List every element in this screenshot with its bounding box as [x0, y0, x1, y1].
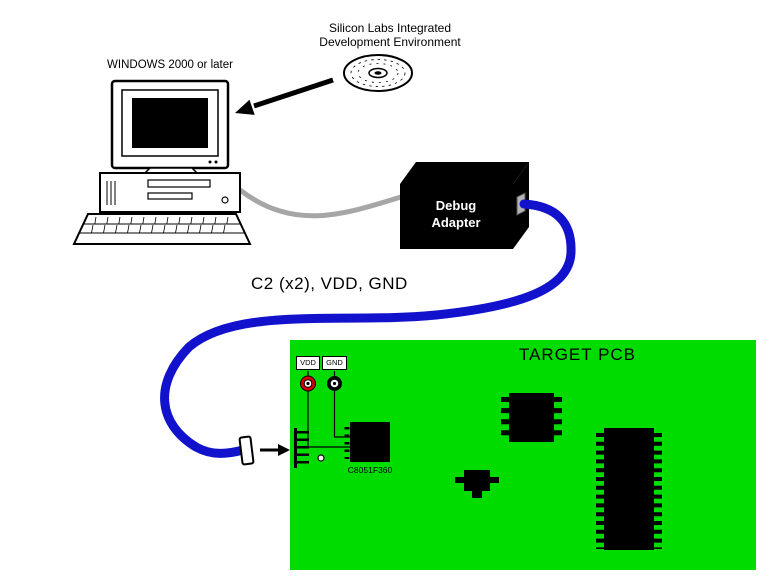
pcb-components	[294, 371, 662, 550]
adapter-label-line1: Debug	[435, 198, 477, 213]
mcu-chip	[344, 422, 390, 462]
cable-signals-label: C2 (x2), VDD, GND	[251, 274, 408, 293]
desktop-computer-icon	[72, 79, 252, 245]
install-arrow	[235, 77, 334, 115]
vdd-test-point	[300, 375, 316, 392]
ide-label-line1: Silicon Labs Integrated	[328, 21, 452, 35]
plug-arrow	[260, 444, 290, 456]
ide-label: Silicon Labs Integrated Development Envi…	[300, 21, 480, 49]
pcb-traces	[307, 371, 350, 448]
soic8-chip	[501, 393, 562, 442]
pcb-title: TARGET PCB	[518, 345, 637, 364]
debug-adapter-box	[400, 162, 529, 249]
power-button	[221, 196, 229, 204]
adapter-label-line2: Adapter	[431, 215, 481, 230]
ssop-chip	[596, 428, 662, 550]
pc-adapter-cable	[237, 187, 404, 219]
gnd-test-point	[327, 376, 342, 391]
monitor-screen	[132, 98, 208, 148]
windows-version-label: WINDOWS 2000 or later	[107, 59, 233, 71]
cd-disc-icon	[343, 54, 413, 92]
mcu-part-number: C8051F360	[347, 465, 393, 475]
floppy-drive-slot	[147, 179, 211, 188]
pin-header	[294, 428, 309, 468]
pcb-via	[317, 454, 325, 462]
cable-plug-connector	[238, 435, 255, 466]
sot23-transistor	[455, 470, 499, 498]
debug-ribbon-cable	[160, 199, 576, 458]
gnd-label-box: GND	[322, 356, 347, 370]
vdd-label-box: VDD	[296, 356, 320, 370]
ide-label-line2: Development Environment	[319, 35, 461, 49]
debug-adapter-label: Debug Adapter	[402, 197, 510, 231]
keyboard	[72, 213, 252, 245]
